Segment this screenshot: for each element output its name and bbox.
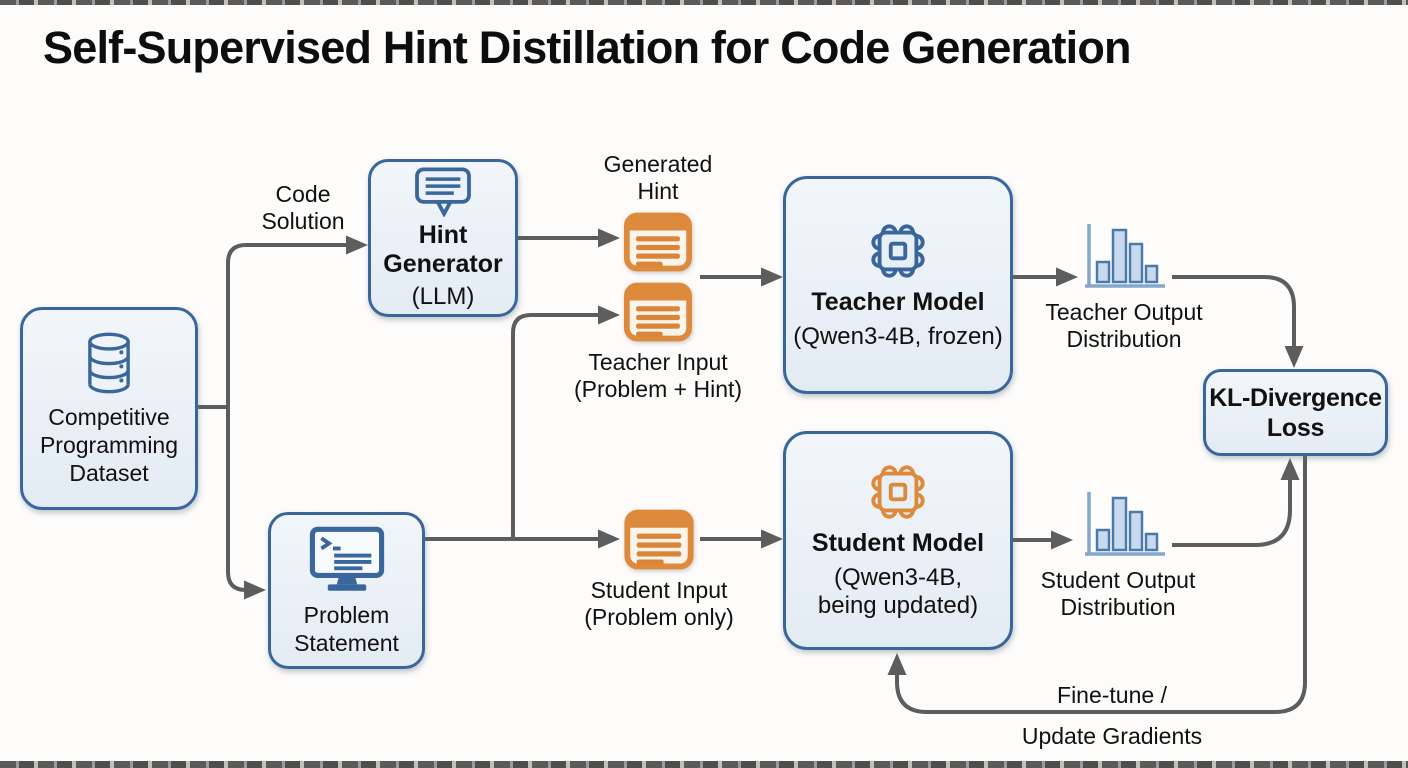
generated-hint-label: Generated Hint bbox=[603, 151, 713, 204]
code-monitor-icon bbox=[309, 526, 384, 591]
student-model-title: Student Model bbox=[811, 529, 985, 557]
hint-generator-title: Hint Generator bbox=[383, 221, 503, 278]
student-model-subtitle: (Qwen3-4B, being updated) bbox=[817, 564, 979, 619]
kl-loss-title: KL-Divergence Loss bbox=[1209, 383, 1382, 442]
dataset-label: Competitive Programming Dataset bbox=[39, 403, 179, 486]
code-solution-label: Code Solution bbox=[261, 181, 345, 234]
problem-statement-label: Problem Statement bbox=[294, 602, 399, 656]
teacher-model-subtitle: (Qwen3-4B, frozen) bbox=[793, 322, 1003, 350]
student-input-label: Student Input (Problem only) bbox=[584, 577, 734, 630]
teacher-output-distribution-icon bbox=[1085, 224, 1165, 288]
generated-hint-document-icon bbox=[623, 212, 693, 272]
ai-chip-icon bbox=[871, 465, 925, 519]
bottom-edge-strip bbox=[0, 761, 1408, 768]
node-hint-generator: Hint Generator (LLM) bbox=[368, 159, 518, 317]
chat-bubble-icon bbox=[415, 167, 471, 217]
page-title: Self-Supervised Hint Distillation for Co… bbox=[43, 22, 1132, 73]
student-output-distribution-icon bbox=[1085, 492, 1165, 556]
teacher-output-label: Teacher Output Distribution bbox=[1045, 299, 1203, 352]
update-gradients-label: Update Gradients bbox=[1021, 723, 1203, 749]
top-edge-strip bbox=[0, 0, 1408, 5]
node-student-model: Student Model (Qwen3-4B, being updated) bbox=[783, 431, 1013, 650]
node-teacher-model: Teacher Model (Qwen3-4B, frozen) bbox=[783, 176, 1013, 394]
hint-generator-subtitle: (LLM) bbox=[411, 283, 475, 310]
database-icon bbox=[88, 332, 130, 393]
teacher-model-title: Teacher Model bbox=[811, 287, 985, 316]
teacher-input-document-icon bbox=[623, 282, 693, 342]
ai-chip-icon bbox=[871, 223, 925, 278]
node-kl-divergence-loss: KL-Divergence Loss bbox=[1203, 369, 1388, 456]
student-output-label: Student Output Distribution bbox=[1040, 567, 1196, 620]
student-input-document-icon bbox=[624, 509, 694, 570]
node-competitive-programming-dataset: Competitive Programming Dataset bbox=[20, 307, 198, 510]
fine-tune-label: Fine-tune / bbox=[1057, 682, 1167, 708]
teacher-input-label: Teacher Input (Problem + Hint) bbox=[573, 349, 743, 402]
node-problem-statement: Problem Statement bbox=[268, 512, 425, 669]
